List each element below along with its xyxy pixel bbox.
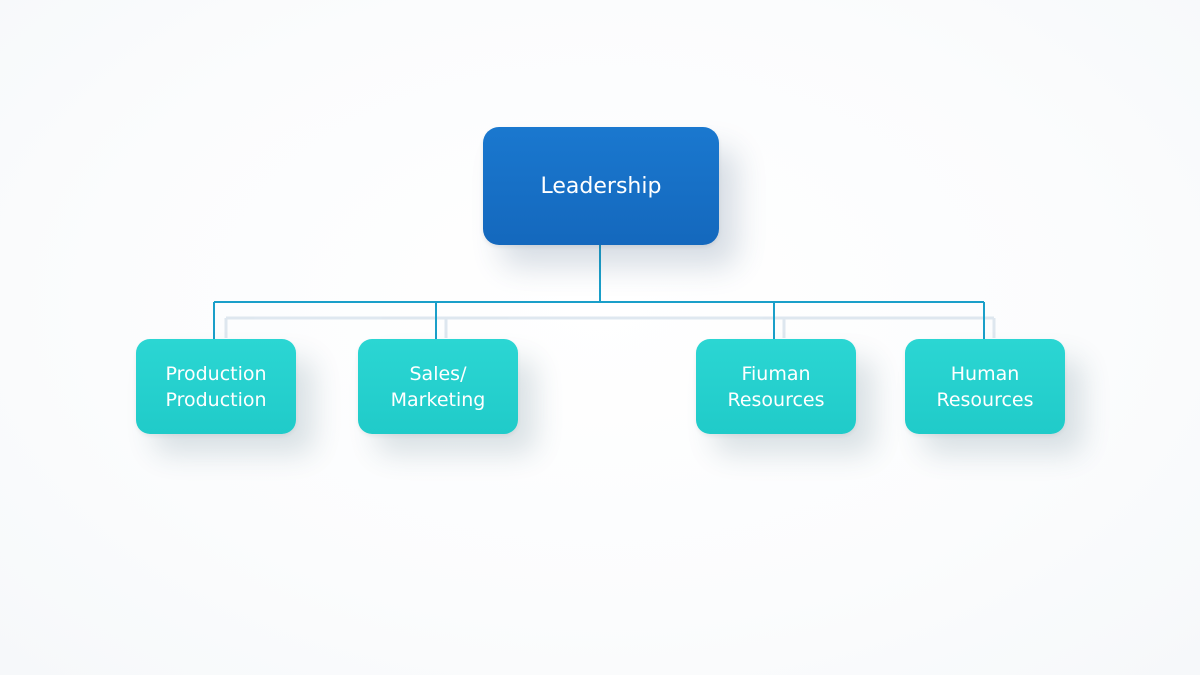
- node-human-line-1: Human: [950, 362, 1020, 385]
- node-sales-marketing: Sales/ Marketing: [358, 339, 518, 434]
- connector-shadow: [224, 316, 996, 338]
- node-sales-line-2: Marketing: [390, 388, 486, 411]
- node-fiuman-line-2: Resources: [727, 388, 825, 411]
- node-human-line-2: Resources: [936, 388, 1034, 411]
- node-production: Production Production: [136, 339, 296, 434]
- node-production-line-2: Production: [165, 388, 267, 411]
- node-sales-line-1: Sales/: [409, 362, 467, 385]
- node-human-resources: Human Resources: [905, 339, 1065, 434]
- node-fiuman-resources: Fiuman Resources: [696, 339, 856, 434]
- node-leadership-label: Leadership: [540, 173, 662, 199]
- node-fiuman-line-1: Fiuman: [741, 362, 811, 385]
- node-production-line-1: Production: [165, 362, 267, 385]
- connector-main: [213, 245, 985, 339]
- node-leadership: Leadership: [483, 127, 719, 245]
